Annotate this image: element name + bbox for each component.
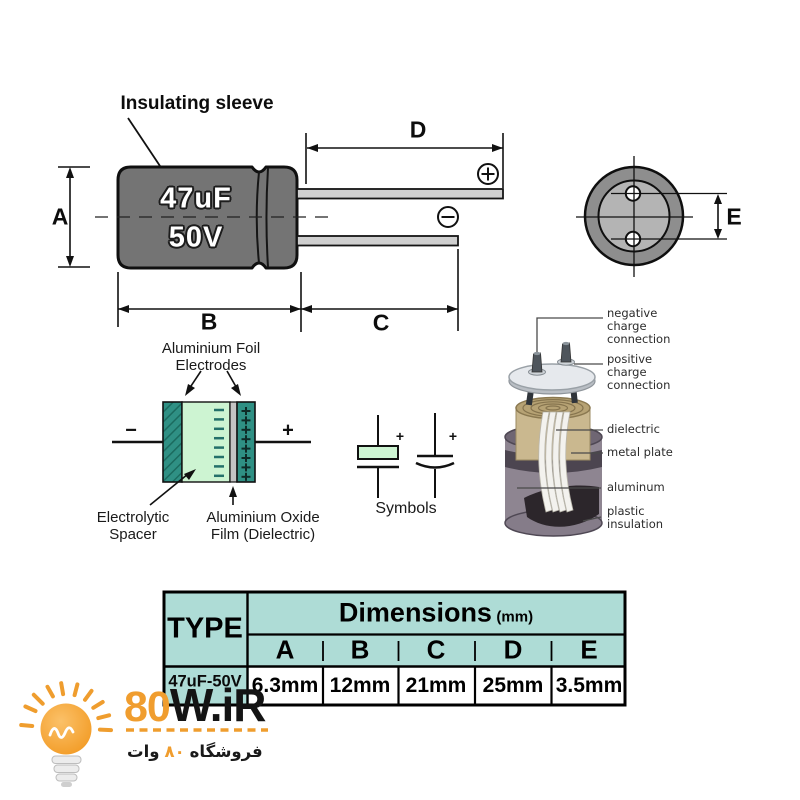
capacitance-value: 47uF [160, 182, 232, 215]
capacitor-symbols-art [357, 413, 455, 498]
foil-diagram-art [112, 370, 311, 506]
table-col-c: C [426, 634, 446, 665]
electrolytic-spacer-label: Electrolytic Spacer [96, 509, 170, 543]
table-dimensions-header: Dimensions (mm) [338, 597, 534, 628]
top-view [576, 156, 727, 277]
positive-connection-label: positive charge connection [607, 352, 671, 393]
table-value-c: 21mm [405, 674, 467, 697]
light-bulb-icon [19, 681, 113, 787]
dim-label-e: E [726, 203, 742, 230]
dimensions-table-art [162, 590, 627, 707]
symbols-caption: Symbols [375, 500, 437, 518]
insulating-sleeve-label: Insulating sleeve [120, 93, 274, 114]
table-value-b: 12mm [329, 674, 391, 697]
negative-lead [296, 235, 459, 247]
symbol-plus-left: + [395, 428, 405, 444]
foil-positive-sign: + [282, 419, 294, 442]
negative-terminal-icon [437, 206, 459, 228]
table-col-a: A [275, 634, 295, 665]
table-value-d: 25mm [482, 674, 544, 697]
voltage-value: 50V [168, 221, 224, 254]
table-col-d: D [503, 634, 523, 665]
table-type-header: TYPE [167, 612, 243, 645]
dimension-d-lines [305, 133, 504, 188]
dim-label-d: D [409, 116, 427, 143]
logo-domain: W.iR [169, 679, 267, 731]
dimension-a-lines [58, 166, 90, 268]
oxide-film-label: Aluminium Oxide Film (Dielectric) [206, 509, 320, 543]
plastic-insulation-label: plastic insulation [607, 504, 664, 532]
negative-connection-label: negative charge connection [607, 306, 671, 347]
logo-tagline: فروشگاه ٨٠ وات [127, 742, 263, 761]
positive-lead [296, 188, 504, 200]
table-row-type: 47uF-50V [168, 672, 242, 691]
dim-label-c: C [372, 309, 390, 336]
table-value-a: 6.3mm [251, 674, 319, 697]
foil-electrodes-title: Aluminium Foil Electrodes [161, 340, 261, 374]
dielectric-label: dielectric [607, 422, 660, 436]
foil-negative-sign: − [125, 419, 137, 442]
metal-plate-label: metal plate [607, 445, 673, 459]
positive-terminal-icon [477, 163, 499, 185]
aluminum-label: aluminum [607, 480, 665, 494]
logo-number: 80 [124, 683, 171, 731]
dimension-bc-lines [117, 249, 459, 332]
dim-label-b: B [200, 308, 218, 335]
symbol-plus-right: + [448, 428, 458, 444]
table-col-b: B [350, 634, 370, 665]
cutaway-art [504, 317, 603, 537]
table-value-e: 3.5mm [555, 674, 623, 697]
table-col-e: E [580, 634, 598, 665]
dim-label-a: A [51, 203, 69, 230]
